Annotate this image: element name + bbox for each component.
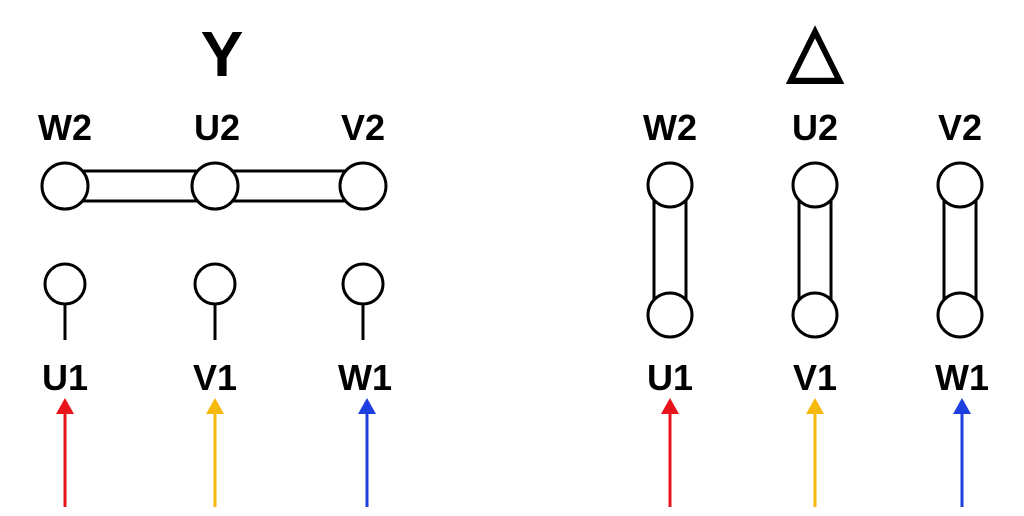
star-terminal-u2 <box>190 161 240 211</box>
delta-label-u2: U2 <box>792 107 838 148</box>
delta-phase-arrows <box>661 398 971 507</box>
star-arrowhead-w1 <box>358 398 376 414</box>
delta-label-u1: U1 <box>647 357 693 398</box>
delta-symbol: △ <box>785 10 844 90</box>
delta-label-w1: W1 <box>935 357 989 398</box>
star-connection: Y W2 U2 V2 U1 V1 W1 <box>38 18 392 507</box>
star-terminal-v1 <box>193 262 237 306</box>
star-label-w2: W2 <box>38 107 92 148</box>
delta-label-v1: V1 <box>793 357 837 398</box>
delta-connection: △ W2 U2 V2 U1 V1 W1 <box>643 10 989 507</box>
star-arrowhead-u1 <box>56 398 74 414</box>
delta-arrowhead-w1 <box>953 398 971 414</box>
delta-terminal-u2 <box>791 161 839 209</box>
star-label-u1: U1 <box>42 357 88 398</box>
star-phase-arrows <box>56 398 376 507</box>
delta-label-v2: V2 <box>938 107 982 148</box>
star-label-u2: U2 <box>194 107 240 148</box>
star-arrowhead-v1 <box>206 398 224 414</box>
star-terminal-v2 <box>338 161 388 211</box>
star-terminal-u1 <box>43 262 87 306</box>
star-label-w1: W1 <box>338 357 392 398</box>
delta-label-w2: W2 <box>643 107 697 148</box>
delta-arrowhead-v1 <box>806 398 824 414</box>
delta-arrowhead-u1 <box>661 398 679 414</box>
star-label-v1: V1 <box>193 357 237 398</box>
delta-terminal-u1 <box>646 291 694 339</box>
star-terminal-w1 <box>341 262 385 306</box>
delta-terminal-v1 <box>791 291 839 339</box>
star-label-v2: V2 <box>341 107 385 148</box>
delta-terminal-w2 <box>646 161 694 209</box>
delta-terminal-w1 <box>936 291 984 339</box>
star-symbol: Y <box>201 18 244 90</box>
star-terminal-w2 <box>40 161 90 211</box>
delta-terminal-v2 <box>936 161 984 209</box>
